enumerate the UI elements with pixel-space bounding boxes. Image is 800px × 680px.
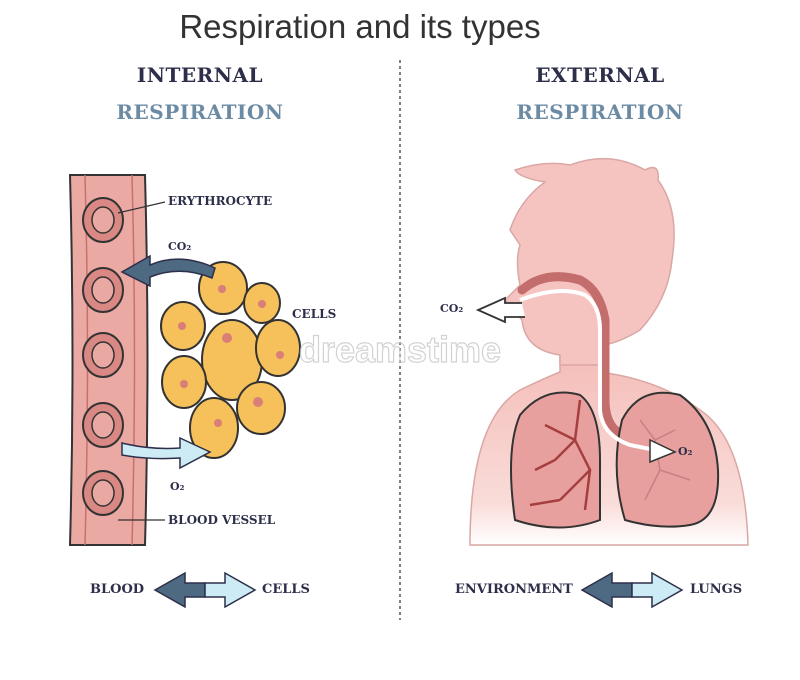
external-heading-line1: EXTERNAL — [535, 63, 665, 87]
o2-arrow-internal — [121, 436, 212, 470]
blood-exchange-label: BLOOD — [90, 582, 145, 597]
cells-exchange-label: CELLS — [262, 582, 310, 597]
cells-label: CELLS — [292, 307, 337, 321]
erythrocyte-2 — [82, 267, 124, 313]
erythrocyte-leader — [117, 201, 166, 214]
lungs-exchange-label: LUNGS — [690, 582, 743, 597]
blood-vessel-label: BLOOD VESSEL — [168, 513, 276, 527]
o2-label-external: O₂ — [678, 445, 693, 458]
internal-heading-line1: INTERNAL — [136, 63, 264, 87]
o2-arrow-external — [649, 438, 677, 464]
erythrocyte-5 — [82, 470, 124, 516]
blood-cells-exchange-arrow — [153, 571, 257, 609]
o2-label-internal: O₂ — [170, 480, 185, 493]
internal-heading-line2: RESPIRATION — [116, 100, 284, 124]
co2-arrow-external — [475, 296, 525, 324]
co2-label-internal: CO₂ — [168, 240, 192, 253]
erythrocyte-label: ERYTHROCYTE — [168, 194, 273, 208]
co2-arrow-internal — [120, 254, 216, 288]
erythrocyte-3 — [82, 332, 124, 378]
cell-nuclei — [178, 285, 284, 427]
erythrocyte-4 — [82, 402, 124, 448]
air-path — [519, 289, 656, 452]
environment-lungs-exchange-arrow — [580, 571, 684, 609]
cells-cluster — [160, 261, 301, 459]
external-heading-line2: RESPIRATION — [516, 100, 684, 124]
erythrocyte-1 — [82, 197, 124, 243]
environment-exchange-label: ENVIRONMENT — [455, 582, 573, 597]
watermark: dreamstime — [299, 329, 501, 370]
co2-label-external: CO₂ — [440, 302, 464, 315]
left-lung — [510, 391, 601, 529]
page-title: Respiration and its types — [179, 8, 541, 45]
